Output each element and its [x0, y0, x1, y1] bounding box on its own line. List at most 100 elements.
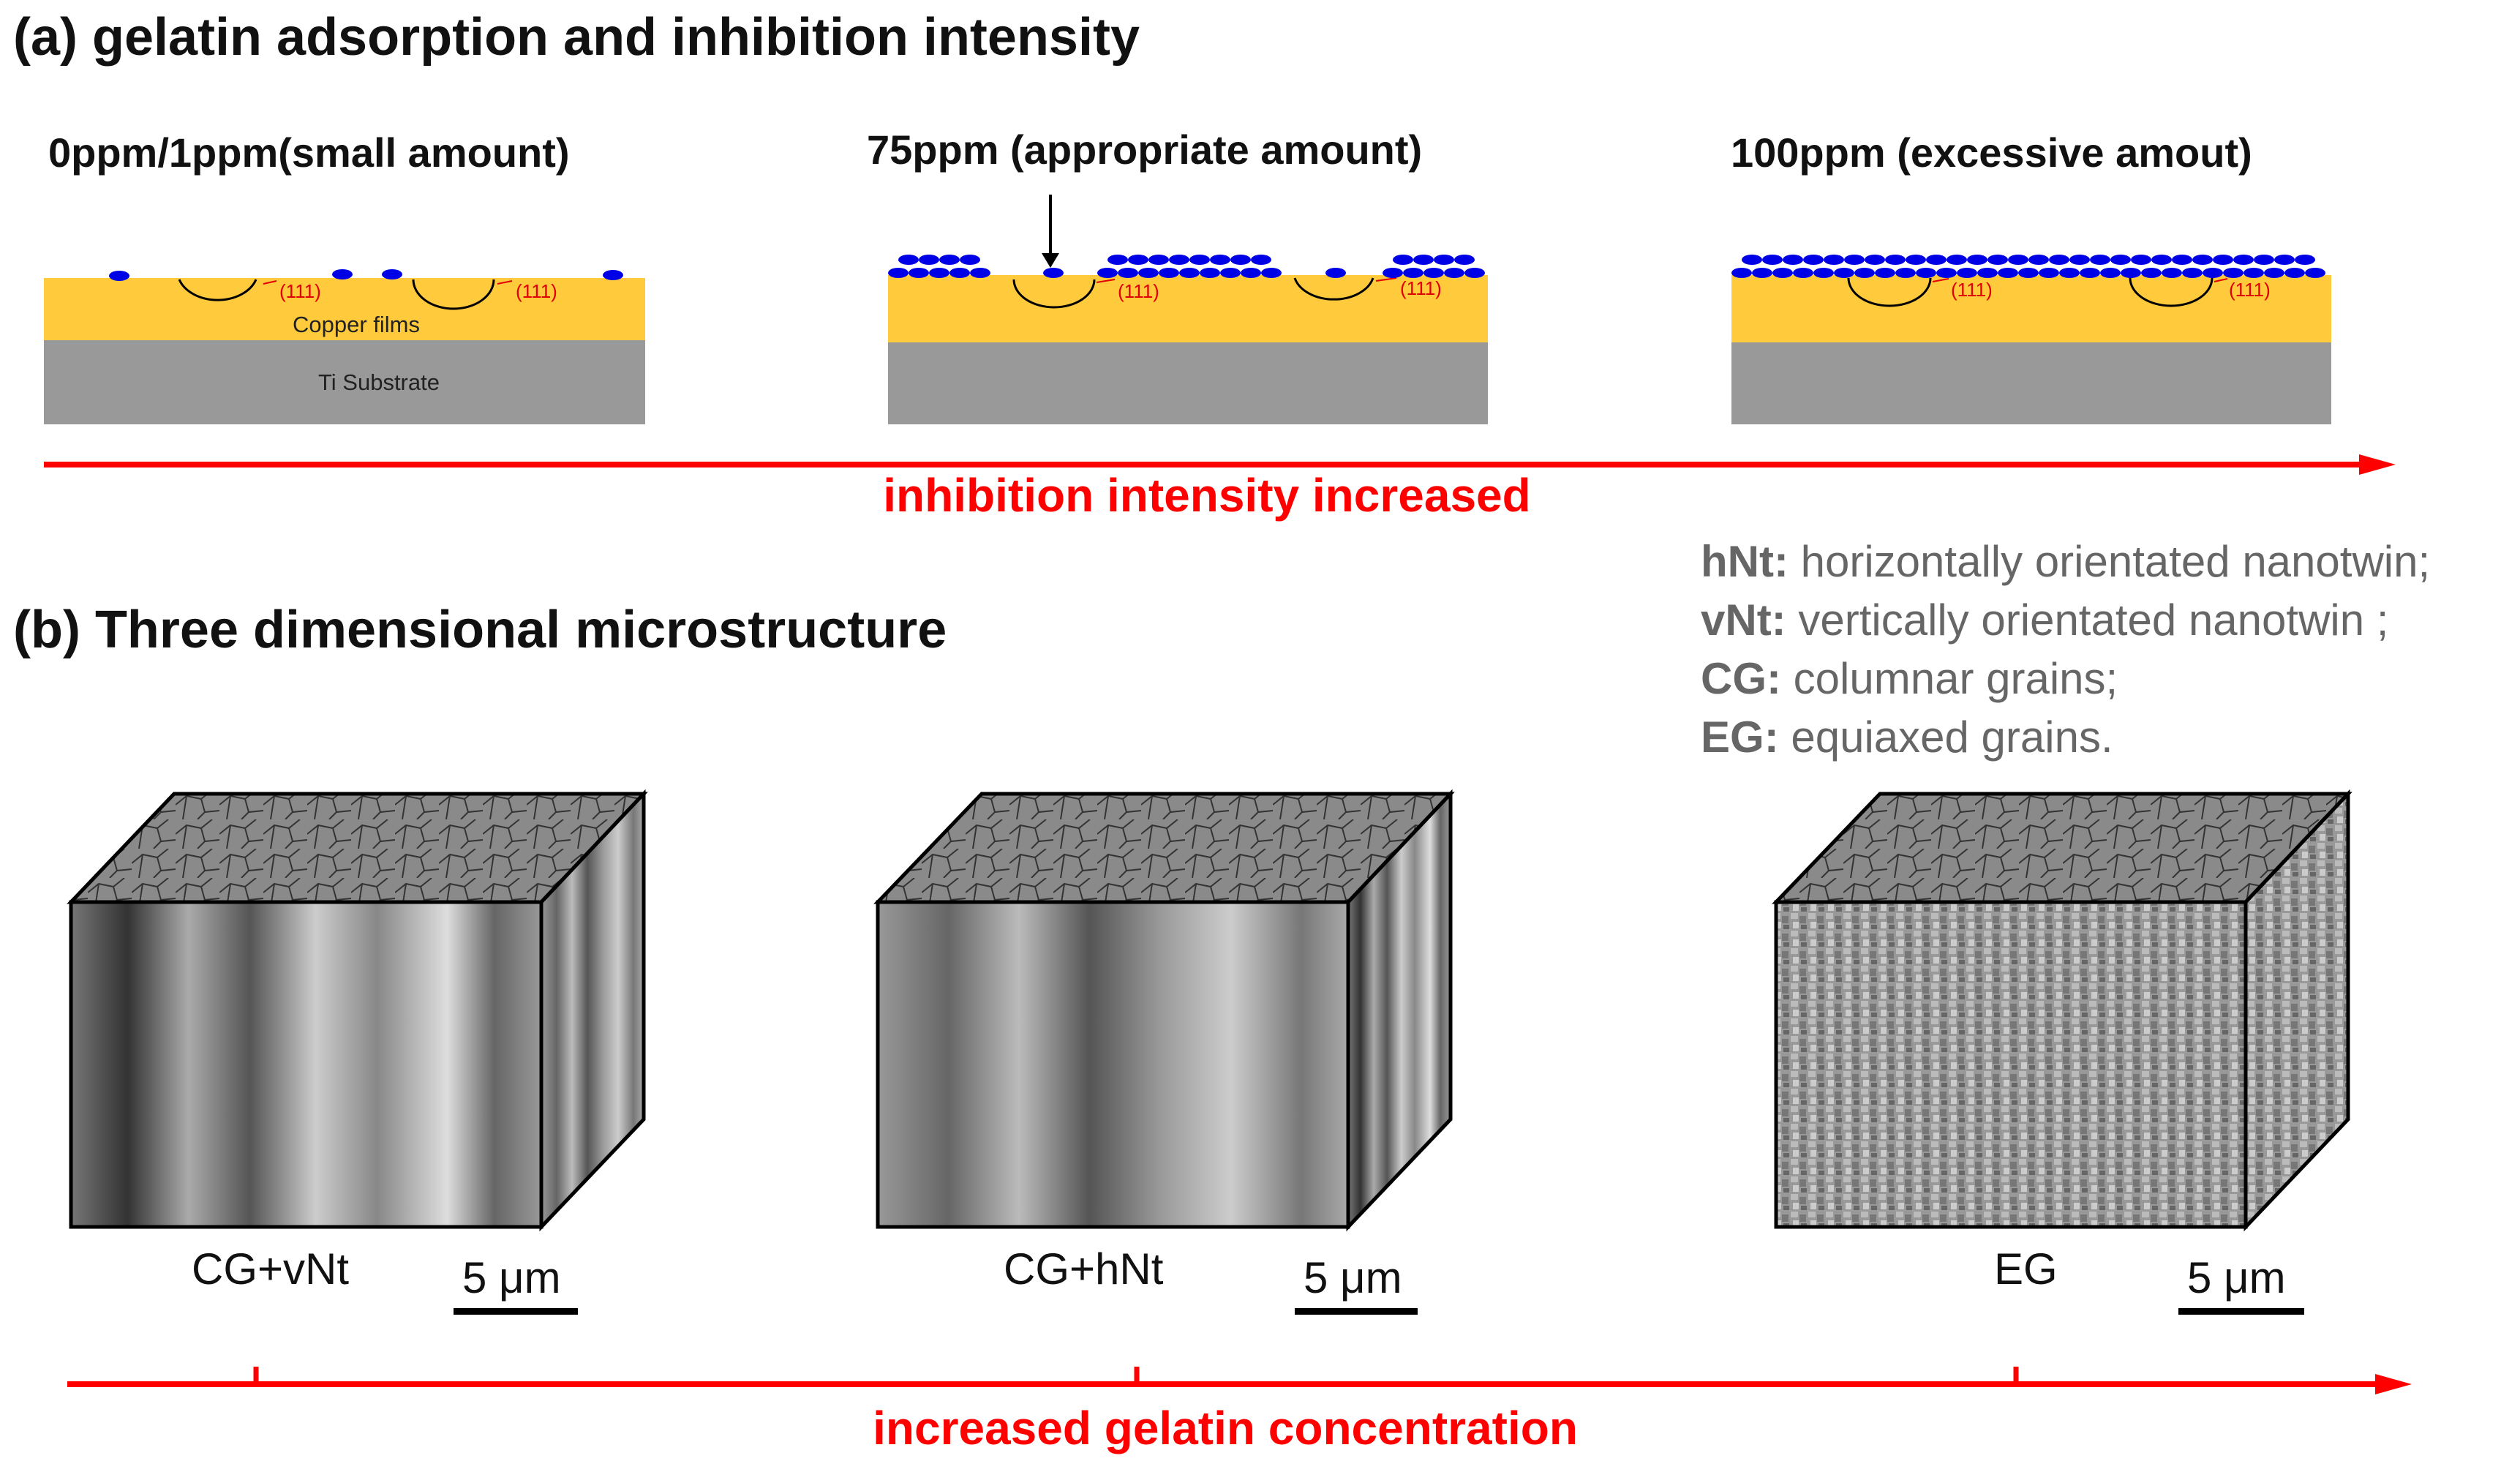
- gelatin-molecule: [2162, 268, 2182, 278]
- panel-a-title: (a) gelatin adsorption and inhibition in…: [13, 8, 1140, 67]
- scale-bar-label: 5 μm: [1304, 1253, 1402, 1302]
- legend-item: vNt: vertically orientated nanotwin ;: [1701, 591, 2430, 650]
- gelatin-molecule: [1742, 255, 1762, 265]
- gelatin-molecule: [2131, 255, 2151, 265]
- plane-label-111: (111): [279, 280, 321, 302]
- substrate-schematic-excessive: (111) (111): [1731, 255, 2331, 424]
- gelatin-molecule: [2100, 268, 2121, 278]
- gelatin-molecule: [2172, 255, 2192, 265]
- gelatin-molecule: [2141, 268, 2162, 278]
- gelatin-molecule: [2305, 268, 2325, 278]
- gelatin-molecule: [1947, 255, 1967, 265]
- gelatin-molecule: [1731, 268, 1752, 278]
- legend-desc: equiaxed grains.: [1791, 713, 2113, 762]
- ti-substrate-layer: [1731, 342, 2331, 424]
- grain-and-gelatin-sketch: [109, 269, 623, 310]
- gelatin-molecule: [1916, 268, 1936, 278]
- scale-bar-label: 5 μm: [2187, 1253, 2286, 1302]
- abbreviation-legend: hNt: horizontally orientated nanotwin; v…: [1701, 533, 2430, 767]
- gelatin-molecule: [2213, 255, 2233, 265]
- gelatin-molecule: [2059, 268, 2080, 278]
- condition-label-excessive: 100ppm (excessive amout): [1731, 129, 2252, 176]
- gelatin-molecule: [2192, 255, 2213, 265]
- gelatin-molecule: [1926, 255, 1947, 265]
- substrate-schematic-appropriate: (111) (111): [888, 195, 1488, 424]
- gelatin-molecule: [1998, 268, 2018, 278]
- gelatin-molecule: [1936, 268, 1957, 278]
- legend-abbr: vNt:: [1701, 596, 1786, 645]
- cube-cg-hnt: [873, 789, 1455, 1232]
- gelatin-molecule: [2039, 268, 2059, 278]
- ti-substrate-layer: [888, 342, 1488, 424]
- gelatin-molecule: [1977, 268, 1998, 278]
- cube-cg-vnt: [67, 789, 648, 1232]
- legend-item: CG: columnar grains;: [1701, 650, 2430, 708]
- legend-abbr: hNt:: [1701, 537, 1789, 586]
- concentration-arrow: [67, 1367, 2412, 1394]
- copper-film-layer: [888, 275, 1488, 342]
- plane-label-111: (111): [1951, 279, 1993, 301]
- plane-label-111: (111): [516, 280, 557, 302]
- concentration-arrow-caption: increased gelatin concentration: [873, 1402, 1578, 1454]
- gelatin-molecule: [2254, 255, 2274, 265]
- gelatin-molecule: [1987, 255, 2008, 265]
- scale-bar-label: 5 μm: [462, 1253, 561, 1302]
- plane-label-111: (111): [1400, 277, 1442, 299]
- panel-b-title: (b) Three dimensional microstructure: [13, 601, 947, 659]
- gelatin-molecule: [1957, 268, 1977, 278]
- gelatin-molecule: [1875, 268, 1895, 278]
- gelatin-molecule: [1783, 255, 1803, 265]
- gelatin-molecule: [2069, 255, 2090, 265]
- gelatin-molecule: [2203, 268, 2223, 278]
- copper-film-layer: [44, 278, 645, 340]
- gelatin-molecule: [2049, 255, 2069, 265]
- scale-bar: [1295, 1308, 1418, 1315]
- gelatin-molecule: [1967, 255, 1987, 265]
- cube-label-eg: EG: [1994, 1244, 2058, 1293]
- cube-label-cg-vnt: CG+vNt: [192, 1244, 350, 1293]
- gelatin-molecule: [2274, 255, 2295, 265]
- cube-eg: [1772, 789, 2352, 1232]
- gelatin-molecule: [2090, 255, 2110, 265]
- gelatin-molecule: [1813, 268, 1834, 278]
- ti-substrate-layer: [44, 340, 645, 424]
- gelatin-molecule: [1762, 255, 1783, 265]
- scale-bar: [454, 1308, 578, 1315]
- gelatin-molecule: [1772, 268, 1793, 278]
- legend-desc: columnar grains;: [1793, 654, 2118, 703]
- gelatin-molecule: [2151, 255, 2172, 265]
- gelatin-molecule: [2110, 255, 2131, 265]
- gelatin-molecule: [2264, 268, 2284, 278]
- gelatin-molecule: [2028, 255, 2049, 265]
- cube-label-cg-hnt: CG+hNt: [1004, 1244, 1164, 1293]
- grain-and-gelatin-sketch: [1731, 255, 2325, 307]
- gelatin-molecule: [2121, 268, 2141, 278]
- gelatin-molecule: [1834, 268, 1854, 278]
- gelatin-molecule: [2243, 268, 2264, 278]
- scale-bar: [2178, 1308, 2304, 1315]
- legend-abbr: EG:: [1701, 713, 1779, 762]
- gelatin-molecule: [2223, 268, 2243, 278]
- inhibition-arrow-caption: inhibition intensity increased: [883, 469, 1531, 522]
- gelatin-molecule: [1906, 255, 1926, 265]
- grain-and-gelatin-sketch: [888, 195, 1485, 309]
- copper-film-layer: [1731, 275, 2331, 342]
- gelatin-molecule: [2233, 255, 2254, 265]
- gelatin-molecule: [1854, 268, 1875, 278]
- substrate-schematic-small: Copper films Ti Substrate (111) (111): [44, 269, 645, 424]
- inhibition-arrow: [44, 454, 2396, 475]
- condition-label-appropriate: 75ppm (appropriate amount): [867, 127, 1423, 173]
- gelatin-molecule: [1885, 255, 1906, 265]
- legend-item: hNt: horizontally orientated nanotwin;: [1701, 533, 2430, 591]
- gelatin-molecule: [1824, 255, 1844, 265]
- legend-item: EG: equiaxed grains.: [1701, 708, 2430, 767]
- gelatin-molecule: [2018, 268, 2039, 278]
- gelatin-molecule: [2080, 268, 2100, 278]
- gelatin-molecule: [2284, 268, 2305, 278]
- gelatin-molecule: [1844, 255, 1865, 265]
- gelatin-molecule: [1793, 268, 1813, 278]
- copper-films-label: Copper films: [293, 312, 420, 337]
- gelatin-molecule: [1865, 255, 1885, 265]
- gelatin-molecule: [1752, 268, 1772, 278]
